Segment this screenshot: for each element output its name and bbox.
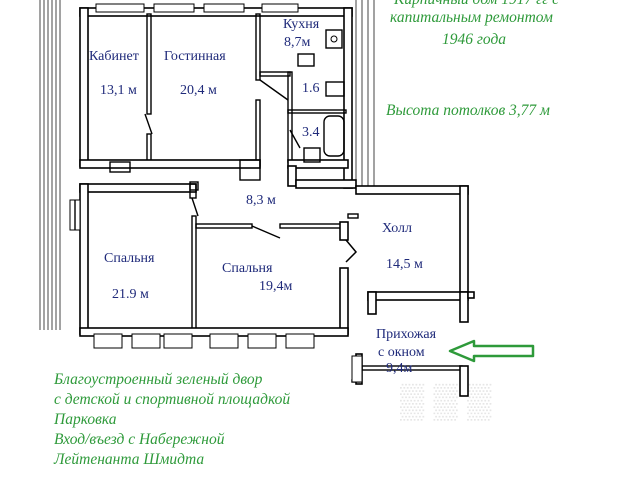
cabinet-name: Кабинет [89,49,139,64]
entry-area: 9,4м [386,361,413,376]
building-note-line1: Кирпичный дом 1917 гг с [393,0,559,8]
room-labels: Кабинет 13,1 м Гостинная 20,4 м Кухня 8,… [89,17,437,376]
bedroom1-name: Спальня [104,251,155,266]
windows [69,3,363,383]
corridor-area: 8,3 м [246,193,276,208]
yard-note-line5: Лейтенанта Шмидта [53,451,204,468]
entry-name-line1: Прихожая [376,327,437,342]
cabinet-area: 13,1 м [100,83,137,98]
kitchen-name: Кухня [283,17,320,32]
hall-area: 14,5 м [386,257,423,272]
ceiling-height-note: Высота потолков 3,77 м [386,102,550,119]
building-note-line3: 1946 года [442,31,506,48]
notes: Кирпичный дом 1917 гг с капитальным ремо… [53,0,559,468]
building-note-line2: капитальным ремонтом [390,9,553,26]
bedroom2-name: Спальня [222,261,273,276]
wc-area: 1.6 [302,81,320,96]
watermark-text: ▒ ▒ ▒ [400,382,492,421]
living-name: Гостинная [164,49,226,64]
living-area: 20,4 м [180,83,217,98]
yard-note-line3: Парковка [53,411,117,428]
fixtures [109,29,358,263]
bedroom1-area: 21.9 м [112,287,149,302]
bath-area: 3.4 [302,125,320,140]
yard-note-line4: Вход/въезд с Набережной [54,431,225,448]
left-outer-wall [39,0,61,330]
entry-name-line2: с окном [378,345,425,360]
yard-note-line2: с детской и спортивной площадкой [54,391,290,408]
entry-arrow-icon [448,339,535,363]
hall-name: Холл [382,221,412,236]
kitchen-area: 8,7м [284,35,311,50]
yard-note-line1: Благоустроенный зеленый двор [53,371,263,388]
right-outer-wall [355,0,375,190]
bedroom2-area: 19,4м [259,279,293,294]
